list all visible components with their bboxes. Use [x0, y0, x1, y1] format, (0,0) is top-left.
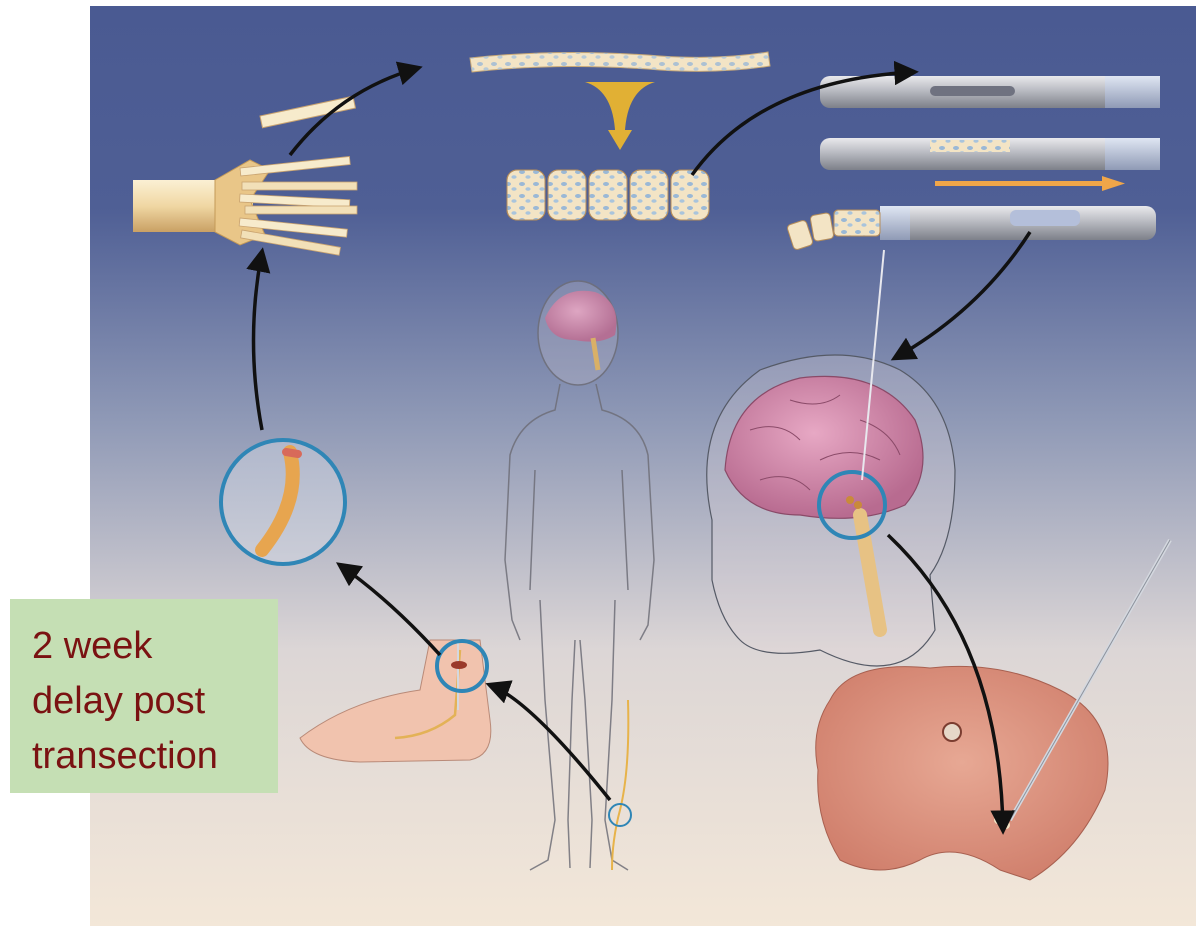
push-direction-arrow [935, 181, 1105, 186]
delay-note-line-3: transection [32, 729, 278, 784]
delay-note-line-2: delay post [32, 674, 278, 729]
loading-tubes [786, 76, 1160, 250]
magnified-nerve-segment [221, 440, 345, 564]
delay-note-line-1: 2 week [32, 619, 278, 674]
delay-note-box: 2 week delay post transection [10, 599, 278, 793]
cylinder-segments [507, 170, 709, 220]
